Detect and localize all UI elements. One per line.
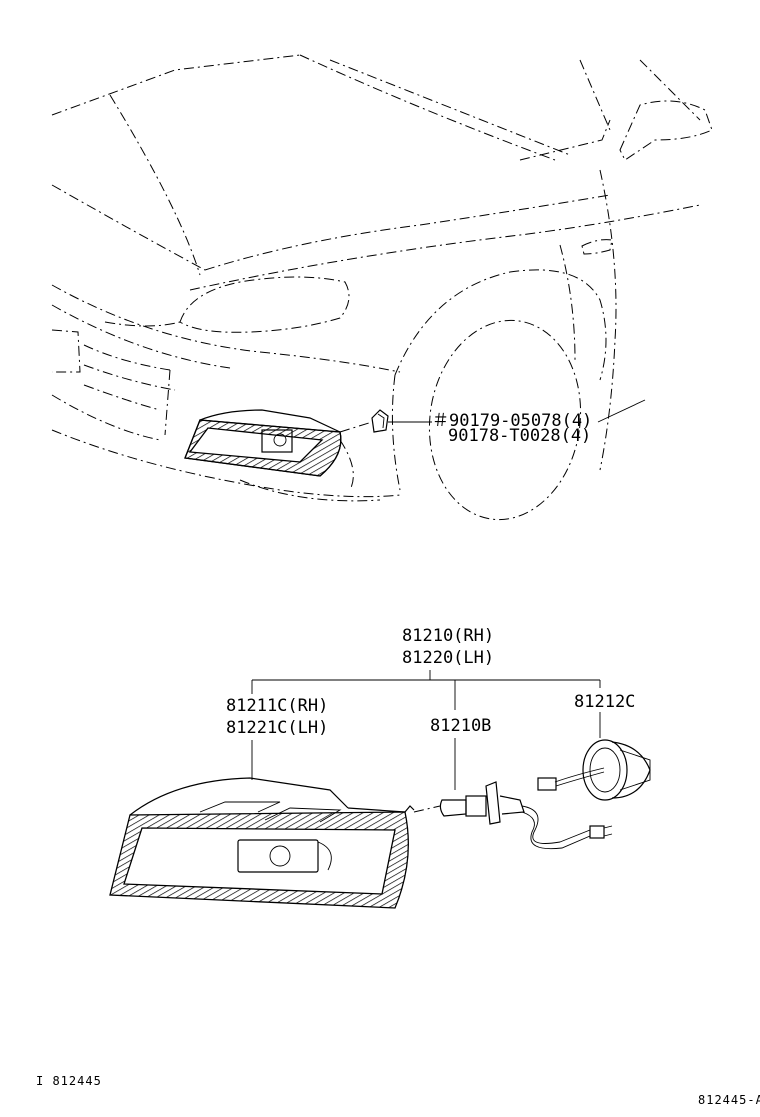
assembly-part-number-rh: 81210(RH) [402,626,494,646]
illustration-id: 812445-A [698,1093,760,1107]
fog-lamp-installed [184,409,373,477]
assembly-part-number-lh: 81220(LH) [402,648,494,668]
housing-part-number-lh: 81221C(LH) [226,718,328,738]
housing-part-number-rh: 81211C(RH) [226,696,328,716]
socket-connector [537,739,651,801]
car-front-illustration [51,54,713,521]
socket-part-number: 81212C [574,692,635,712]
bulb-part-number: 81210B [430,716,491,736]
clip-part-number-b: 90178-T0028(4) [448,426,591,446]
assembly-bracket [251,670,601,710]
clip-fastener [371,409,389,433]
catalog-ref-code: I 812445 [36,1074,102,1088]
bulb [439,781,613,850]
fog-lamp-housing [109,777,415,909]
clip-part-number-a: ＃90179-05078(4) [432,411,592,431]
